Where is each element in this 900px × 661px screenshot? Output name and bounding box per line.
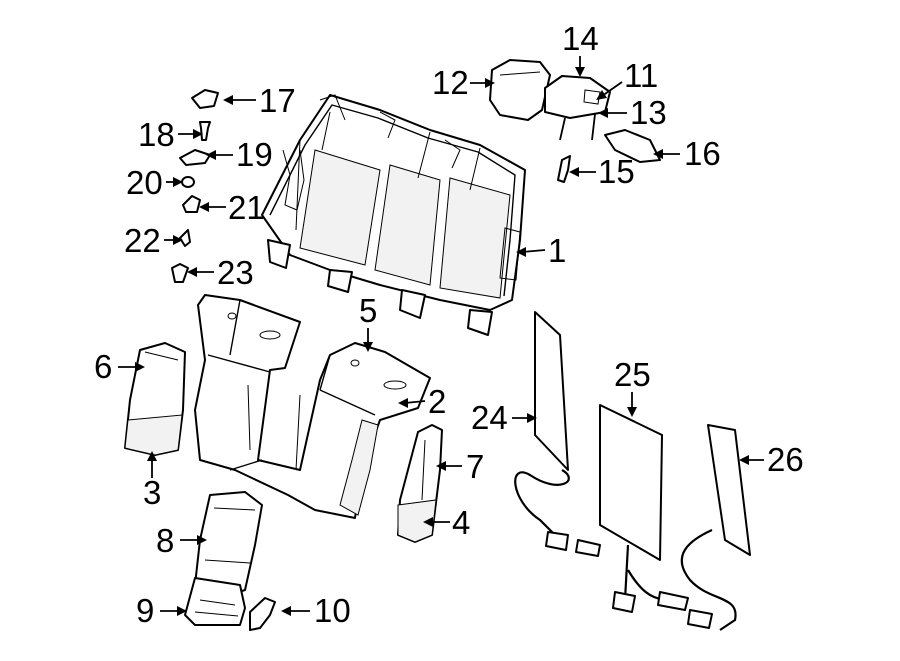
headrest-outer <box>489 59 551 121</box>
callout-23: 23 <box>217 254 254 291</box>
callout-25: 25 <box>614 356 651 393</box>
leader-lines <box>118 56 764 616</box>
callout-10: 10 <box>314 592 351 629</box>
left-side-bolster <box>124 342 186 456</box>
callout-19: 19 <box>236 136 273 173</box>
seat-back-frame <box>261 94 526 336</box>
callout-21: 21 <box>228 189 265 226</box>
callout-11: 11 <box>624 57 658 94</box>
heater-element-26 <box>680 424 751 631</box>
callout-15: 15 <box>598 153 635 190</box>
heater-element-24 <box>514 311 601 557</box>
callout-17: 17 <box>259 82 296 119</box>
callout-24: 24 <box>471 399 508 436</box>
armrest-assembly <box>184 491 263 626</box>
callout-4: 4 <box>452 504 470 541</box>
seat-back-cover <box>194 294 431 519</box>
hardware-22 <box>179 229 191 247</box>
headrest-guide-bracket <box>604 129 661 163</box>
hardware-20 <box>181 176 195 188</box>
callout-14: 14 <box>562 20 599 57</box>
callout-7: 7 <box>466 448 484 485</box>
callout-26: 26 <box>767 441 804 478</box>
heater-element-25 <box>599 404 689 613</box>
callout-12: 12 <box>432 64 469 101</box>
headrest-guide-sleeve <box>557 155 571 183</box>
callout-22: 22 <box>124 222 161 259</box>
callout-8: 8 <box>156 522 174 559</box>
right-side-bolster <box>397 424 443 543</box>
hardware-19 <box>179 149 211 166</box>
callout-20: 20 <box>126 164 163 201</box>
callout-3: 3 <box>143 474 161 511</box>
bolt-18 <box>199 121 211 141</box>
callout-labels: 1 2 3 4 5 6 7 8 9 10 11 12 13 14 15 16 1… <box>94 20 804 629</box>
callout-13: 13 <box>630 94 667 131</box>
callout-16: 16 <box>684 135 721 172</box>
callout-1: 1 <box>548 232 566 269</box>
callout-5: 5 <box>359 292 377 329</box>
callout-18: 18 <box>138 116 175 153</box>
hardware-21 <box>182 195 201 213</box>
callout-2: 2 <box>428 383 446 420</box>
hardware-23 <box>171 263 189 283</box>
hardware-17 <box>191 89 219 109</box>
headrest-center <box>544 75 611 141</box>
armrest-bracket <box>249 597 276 631</box>
callout-6: 6 <box>94 348 112 385</box>
callout-9: 9 <box>136 592 154 629</box>
